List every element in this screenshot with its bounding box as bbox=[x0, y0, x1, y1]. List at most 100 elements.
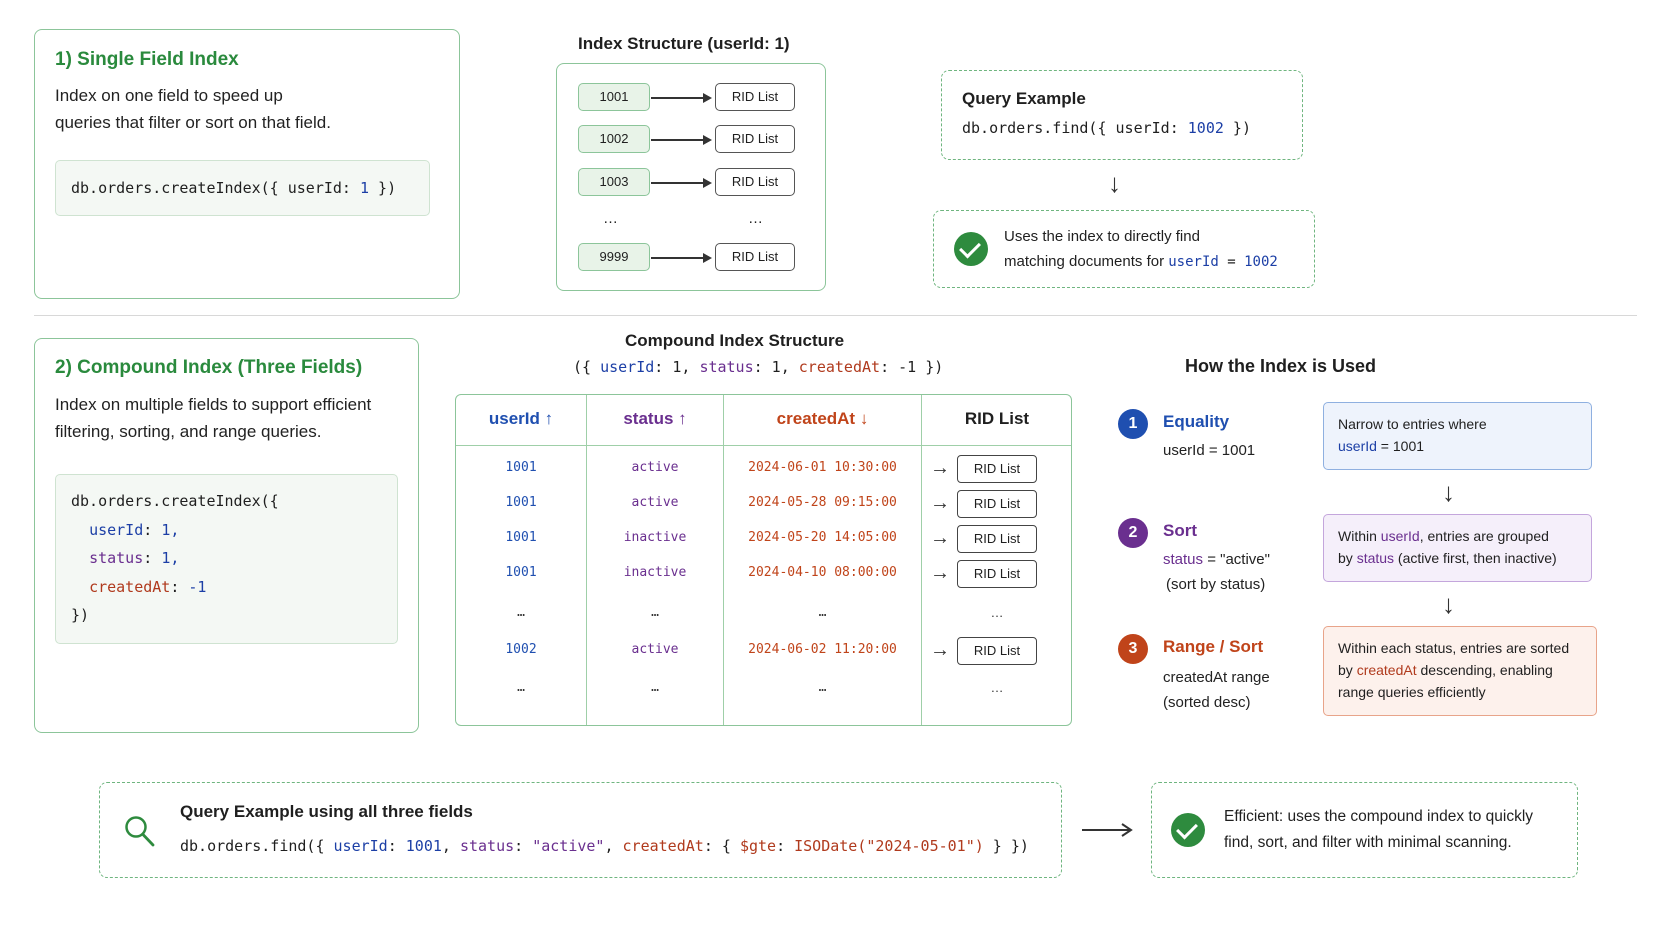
code-val-createdat: -1 bbox=[188, 577, 207, 596]
arrow-right-icon bbox=[703, 92, 712, 103]
cell-createdat: … bbox=[818, 680, 827, 695]
arrow-right-icon: → bbox=[930, 457, 950, 479]
index-rid-list: RID List bbox=[715, 243, 795, 271]
header-createdat: createdAt ↓ bbox=[776, 409, 869, 428]
code-key-userid: userId bbox=[89, 520, 144, 539]
cell-status: active bbox=[631, 495, 679, 510]
index-arrow-line bbox=[651, 139, 703, 141]
cell-status: inactive bbox=[623, 565, 687, 580]
usage-title: How the Index is Used bbox=[1185, 356, 1377, 376]
step-2-sub2: (sort by status) bbox=[1166, 576, 1266, 593]
index-key-ellipsis: … bbox=[603, 210, 618, 227]
single-field-desc-1: Index on one field to speed up bbox=[55, 86, 283, 105]
index-key: 1001 bbox=[578, 83, 650, 111]
sub-k2: status bbox=[699, 358, 754, 376]
step-2-note: Within userId, entries are grouped by st… bbox=[1323, 514, 1592, 582]
single-field-card: 1) Single Field Index Index on one field… bbox=[34, 29, 460, 299]
col-divider-2 bbox=[723, 395, 725, 725]
index-key: 1003 bbox=[578, 168, 650, 196]
header-status: status ↑ bbox=[623, 409, 687, 428]
compound-desc-2: filtering, sorting, and range queries. bbox=[55, 422, 322, 441]
code-line-1: db.orders.createIndex({ bbox=[71, 492, 279, 510]
index-rid-list: RID List bbox=[715, 125, 795, 153]
step-1-note: Narrow to entries where userId = 1001 bbox=[1323, 402, 1592, 470]
query2-title: Query Example using all three fields bbox=[180, 802, 473, 821]
cell-userid: 1001 bbox=[505, 495, 537, 510]
code-val-status: 1, bbox=[161, 549, 180, 567]
query2-box: Query Example using all three fields db.… bbox=[99, 782, 1062, 878]
single-field-desc-2: queries that filter or sort on that fiel… bbox=[55, 113, 331, 132]
sub-k3: createdAt bbox=[798, 358, 881, 376]
cell-userid: 1001 bbox=[505, 530, 537, 545]
arrow-right-icon: → bbox=[930, 527, 950, 549]
step-3-note: Within each status, entries are sorted b… bbox=[1323, 626, 1597, 716]
cell-rid-list: RID List bbox=[957, 525, 1037, 553]
query2-result-box: Efficient: uses the compound index to qu… bbox=[1151, 782, 1578, 878]
step-2-note-line2: by status (active first, then inactive) bbox=[1338, 547, 1577, 569]
step-2-note-line1: Within userId, entries are grouped bbox=[1338, 525, 1577, 547]
result-value: 1002 bbox=[1244, 254, 1278, 270]
cell-status: … bbox=[651, 680, 659, 695]
q1-prefix: db.orders.find({ userId: bbox=[962, 119, 1188, 137]
query2-code: db.orders.find({ userId: 1001, status: "… bbox=[180, 837, 1029, 855]
arrow-right-icon: → bbox=[930, 639, 950, 661]
header-rid: RID List bbox=[964, 409, 1030, 428]
cell-createdat: 2024-04-10 08:00:00 bbox=[748, 565, 897, 580]
step-2-sub-field: status bbox=[1163, 551, 1204, 568]
step-3-note-field: createdAt bbox=[1356, 662, 1417, 678]
q2-k1: userId bbox=[333, 837, 388, 855]
code-key-createdat: createdAt bbox=[89, 577, 171, 596]
single-field-title: 1) Single Field Index bbox=[55, 49, 239, 70]
query-example-box: Query Example db.orders.find({ userId: 1… bbox=[941, 70, 1303, 160]
query-example-title: Query Example bbox=[962, 89, 1086, 108]
arrow-right-icon bbox=[703, 134, 712, 145]
code-line-2: userId: 1, bbox=[89, 520, 180, 539]
cell-userid: … bbox=[517, 680, 525, 695]
q2-s3: : bbox=[514, 837, 533, 855]
step-3-sub2: (sorted desc) bbox=[1163, 694, 1251, 711]
section-divider bbox=[34, 315, 1637, 317]
cell-createdat: 2024-05-20 14:05:00 bbox=[748, 530, 897, 545]
cell-userid: 1001 bbox=[505, 565, 537, 580]
col-divider-3 bbox=[921, 395, 923, 725]
step-2-note-field2: status bbox=[1356, 550, 1395, 566]
cell-rid-list: RID List bbox=[957, 560, 1037, 588]
step-arrow-2-icon: ↓ bbox=[1442, 589, 1455, 619]
sub-v1: : 1, bbox=[654, 358, 700, 376]
step-2-note-b: , entries are grouped bbox=[1419, 528, 1549, 544]
result-field: userId bbox=[1168, 254, 1219, 270]
cell-rid-list: RID List bbox=[957, 490, 1037, 518]
sub-open: ({ bbox=[573, 358, 601, 376]
q2-s1: : bbox=[387, 837, 406, 855]
step-2-note-a: Within bbox=[1338, 528, 1381, 544]
code-key-status: status bbox=[89, 549, 144, 567]
index-rid-list: RID List bbox=[715, 168, 795, 196]
compound-code: db.orders.createIndex({ userId: 1, statu… bbox=[55, 474, 398, 644]
step-3-circle: 3 bbox=[1118, 634, 1148, 664]
step-1-note-line1: Narrow to entries where bbox=[1338, 416, 1487, 432]
code-val-userid: 1, bbox=[161, 520, 180, 539]
step-1-title: Equality bbox=[1163, 412, 1230, 431]
query-result-box: Uses the index to directly find matching… bbox=[933, 210, 1315, 288]
arrow-right-icon bbox=[703, 252, 712, 263]
cell-createdat: 2024-06-02 11:20:00 bbox=[748, 642, 897, 657]
cell-userid: … bbox=[517, 605, 525, 620]
cell-rid-ellipsis: … bbox=[990, 605, 1004, 620]
q2-end: } }) bbox=[983, 837, 1029, 855]
q2-s6: : bbox=[776, 837, 795, 855]
index-key: 1002 bbox=[578, 125, 650, 153]
header-userid: userId ↑ bbox=[488, 409, 554, 428]
index-arrow-line bbox=[651, 182, 703, 184]
cell-rid-list: RID List bbox=[957, 637, 1037, 665]
q1-value: 1002 bbox=[1187, 119, 1224, 137]
q2-s5: : { bbox=[703, 837, 740, 855]
step-1-note-line2: userId = 1001 bbox=[1338, 435, 1577, 457]
compound-structure-title: Compound Index Structure bbox=[625, 331, 845, 350]
arrow-right-icon bbox=[703, 177, 712, 188]
step-3-note-line2: by createdAt descending, enabling bbox=[1338, 659, 1582, 681]
result-prefix: matching documents for bbox=[1004, 253, 1169, 270]
step-2-note-field1: userId bbox=[1380, 528, 1420, 544]
cell-userid: 1001 bbox=[505, 460, 537, 475]
step-1-circle: 1 bbox=[1118, 409, 1148, 439]
col-divider-1 bbox=[586, 395, 588, 725]
